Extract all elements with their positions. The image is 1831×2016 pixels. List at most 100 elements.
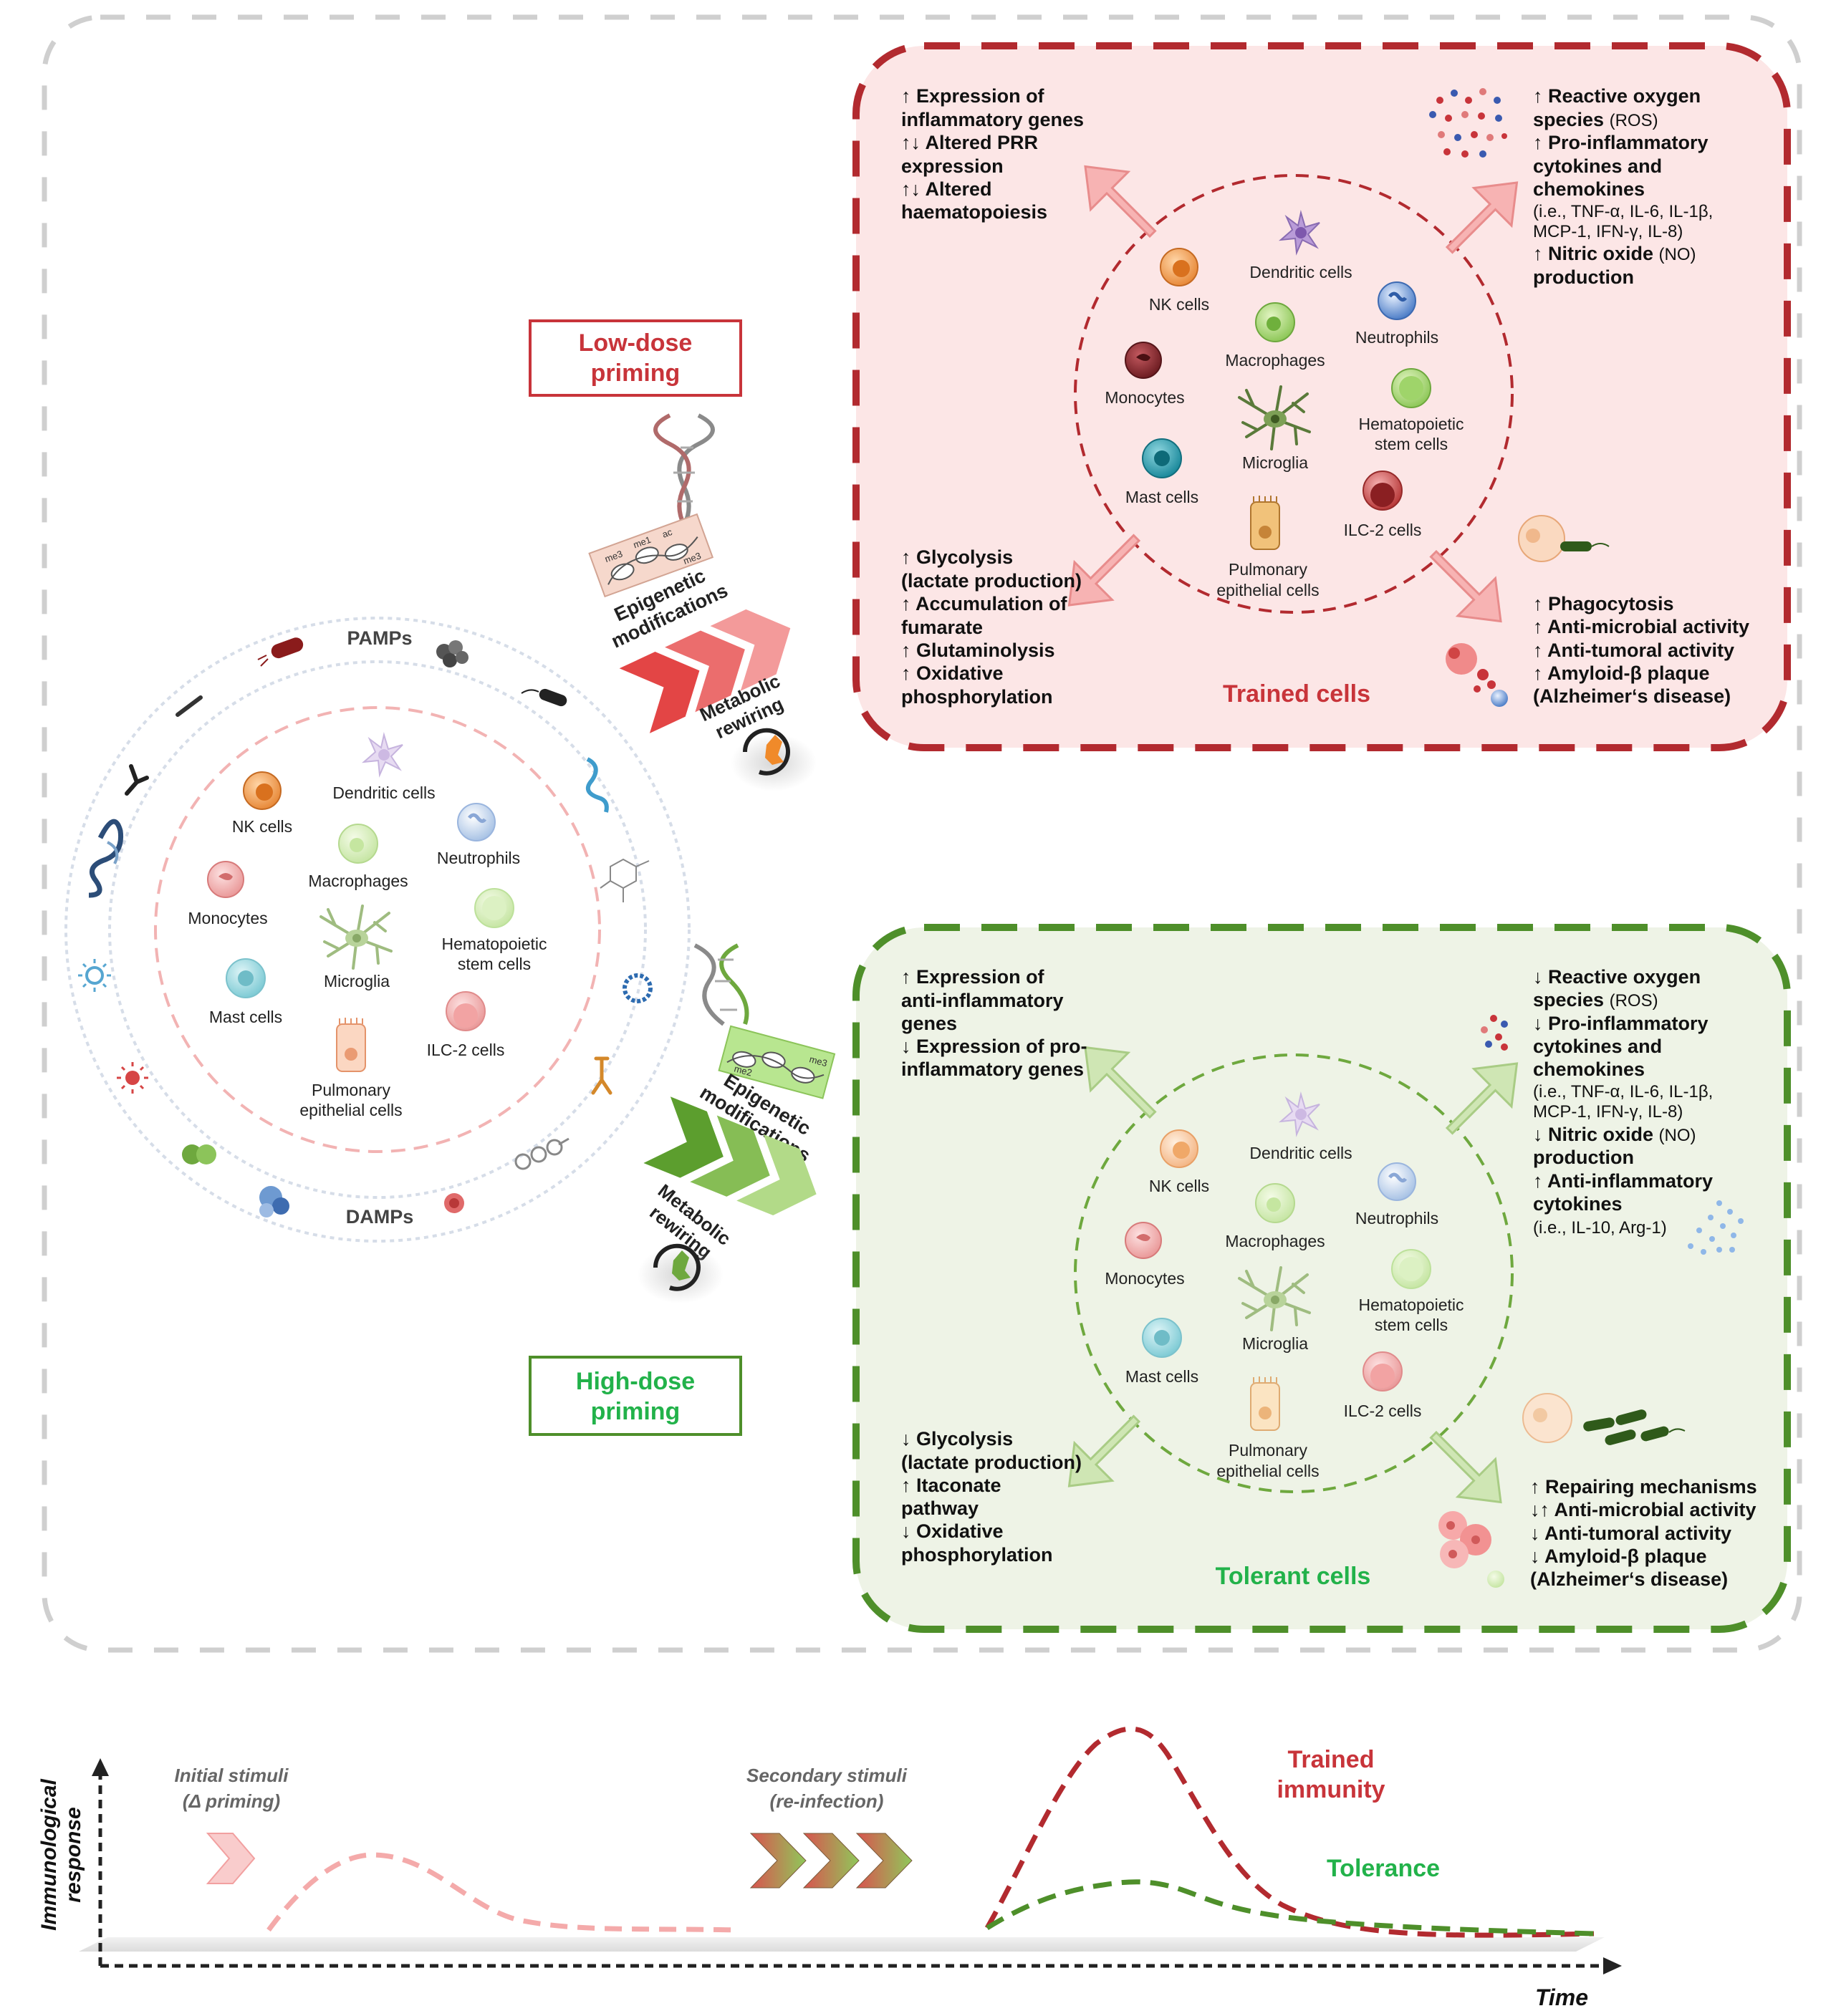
tolerant-br-2: ↓ Anti-tumoral activity	[1530, 1523, 1731, 1544]
hsc-label-2: stem cells	[458, 955, 531, 973]
secondary-stimuli-label-2: (re-infection)	[770, 1790, 884, 1812]
red-virus-icon	[117, 1062, 148, 1094]
tolerant-br-1: ↓↑ Anti-microbial activity	[1530, 1499, 1756, 1520]
trained-inner-circle	[1074, 174, 1514, 614]
tolerant-mast-label: Mast cells	[1125, 1367, 1198, 1386]
blue-protein-icon	[259, 1186, 289, 1217]
high-dose-line1: High-dose	[576, 1368, 695, 1395]
y-axis-label-1: Immunological	[37, 1778, 61, 1930]
trained-bl-5: ↑ Oxidative	[901, 662, 1004, 684]
tolerant-box	[852, 924, 1791, 1633]
outer-frame	[42, 14, 1802, 1653]
tolerant-bl-4: ↓ Oxidative	[901, 1520, 1004, 1542]
trained-tr-l1: ↑ Reactive oxygen	[1533, 85, 1701, 107]
low-dose-line1: Low-dose	[579, 329, 693, 357]
histone-mark-e: me2	[733, 1063, 753, 1078]
tolerant-br-3: ↓ Amyloid-β plaque	[1530, 1545, 1707, 1567]
tolerant-nk-label: NK cells	[1149, 1177, 1209, 1195]
trained-bl-0: ↑ Glycolysis	[901, 546, 1013, 568]
chain-molecule-icon	[514, 1137, 570, 1170]
receptor-icon	[591, 1056, 612, 1095]
trained-tl-2: ↑↓ Altered PRR	[901, 132, 1038, 153]
hsc-label-1: Hematopoietic	[441, 935, 547, 953]
tolerant-macrophage-icon	[1255, 1183, 1295, 1223]
histone-panel: me3 me1 ac me3	[588, 513, 714, 598]
macrophage-icon	[338, 824, 378, 864]
trained-nk-label: NK cells	[1149, 295, 1209, 314]
antibody-icon	[125, 764, 149, 796]
trained-pulmonary-label-1: Pulmonary	[1229, 560, 1307, 579]
trained-box	[852, 42, 1791, 751]
ilc2-label: ILC-2 cells	[427, 1041, 505, 1059]
tolerant-br-0: ↑ Repairing mechanisms	[1530, 1476, 1757, 1497]
pamps-label: PAMPs	[347, 627, 412, 649]
trained-bl-6: phosphorylation	[901, 686, 1053, 708]
tolerant-hsc-label-2: stem cells	[1375, 1316, 1448, 1334]
cytokine-dots-icon	[1688, 1200, 1744, 1255]
trained-neutrophil-label: Neutrophils	[1355, 328, 1438, 347]
tolerant-tr-l8b: (NO)	[1659, 1126, 1696, 1145]
dendritic-cell-label: Dendritic cells	[332, 783, 435, 802]
trained-ilc2-icon	[1363, 471, 1403, 511]
low-dose-line2: priming	[591, 360, 681, 387]
tolerant-tl-2: genes	[901, 1013, 957, 1034]
trained-tl-0: ↑ Expression of	[901, 85, 1045, 107]
tolerant-tl-text: ↑ Expression of anti-inflammatory genes …	[901, 966, 1087, 1080]
tolerant-pulmonary-label-1: Pulmonary	[1229, 1441, 1307, 1460]
tolerant-monocyte-icon	[1125, 1222, 1162, 1259]
trained-mast-label: Mast cells	[1125, 488, 1198, 506]
tolerant-tr-l4: cytokines and	[1533, 1036, 1662, 1057]
trained-tl-4: ↑↓ Altered	[901, 178, 992, 200]
trained-macrophage-icon	[1255, 302, 1295, 342]
tolerant-tl-4: inflammatory genes	[901, 1058, 1084, 1080]
trained-tr-l8: ↑ Nitric oxide (NO)	[1533, 243, 1696, 264]
trained-tr-l2a: species	[1533, 109, 1610, 130]
mast-cell-label: Mast cells	[209, 1008, 282, 1026]
tolerant-neutrophil-icon	[1378, 1163, 1416, 1200]
trained-monocyte-label: Monocytes	[1105, 388, 1184, 407]
molecule-network-icon	[600, 858, 650, 902]
trained-tr-l9: production	[1533, 266, 1634, 288]
tolerant-bl-5: phosphorylation	[901, 1544, 1053, 1566]
tolerant-dendritic-label: Dendritic cells	[1249, 1144, 1352, 1162]
trained-tr-l2b: (ROS)	[1610, 111, 1658, 130]
tolerant-macrophage-label: Macrophages	[1225, 1232, 1325, 1250]
pulmonary-label-2: epithelial cells	[299, 1101, 402, 1119]
sun-virus-icon	[78, 959, 111, 992]
tumor-cluster-icon	[1438, 1511, 1504, 1588]
outer-ring	[64, 617, 691, 1243]
low-dose-box: Low-dose priming	[529, 319, 742, 397]
trained-immunity-label-1: Trained	[1288, 1746, 1375, 1773]
bacterium-icon	[257, 637, 304, 667]
trained-tr-text: ↑ Reactive oxygen species (ROS) ↑ Pro-in…	[1533, 85, 1713, 288]
tolerant-pulmonary-label-2: epithelial cells	[1216, 1462, 1319, 1480]
tolerant-tr-l2: species (ROS)	[1533, 989, 1658, 1011]
x-axis-label: Time	[1535, 1984, 1588, 2010]
trained-monocyte-icon	[1125, 342, 1162, 379]
trained-immunity-label-2: immunity	[1277, 1776, 1385, 1803]
metabolic-cycle-icon	[742, 728, 790, 776]
trained-cells-panel: NK cells Dendritic cells Neutrophils Mac…	[852, 42, 1791, 751]
red-protein-icon	[444, 1193, 464, 1213]
tolerant-ilc2-label: ILC-2 cells	[1344, 1402, 1422, 1420]
rod-bacterium-icon	[521, 688, 567, 707]
ros-dots-small-icon	[1481, 1015, 1508, 1051]
damps-label: DAMPs	[346, 1206, 414, 1228]
tolerant-pulmonary-icon	[1250, 1376, 1280, 1431]
time-response-graph: Immunological response Time Initial stim…	[37, 1726, 1622, 2010]
y-axis-arrowhead	[92, 1758, 109, 1776]
trained-mast-icon	[1142, 438, 1182, 478]
ros-dots-icon	[1429, 88, 1507, 158]
trained-bl-2: ↑ Accumulation of	[901, 593, 1068, 614]
pulmonary-label-1: Pulmonary	[312, 1081, 390, 1099]
low-dose-mechanism: me3 me1 ac me3 Epigenetic modifications …	[588, 413, 817, 791]
tolerant-tl-3: ↓ Expression of pro-	[901, 1036, 1087, 1057]
microglia-label: Microglia	[324, 972, 390, 990]
tolerant-tr-l7: MCP-1, IFN-γ, IL-8)	[1533, 1102, 1683, 1122]
trained-tr-l5: chemokines	[1533, 178, 1645, 200]
tolerant-tr-l5: chemokines	[1533, 1058, 1645, 1080]
macrophage-label: Macrophages	[308, 872, 408, 890]
trained-tl-1: inflammatory genes	[901, 109, 1084, 130]
trained-tr-l3: ↑ Pro-inflammatory	[1533, 132, 1709, 153]
